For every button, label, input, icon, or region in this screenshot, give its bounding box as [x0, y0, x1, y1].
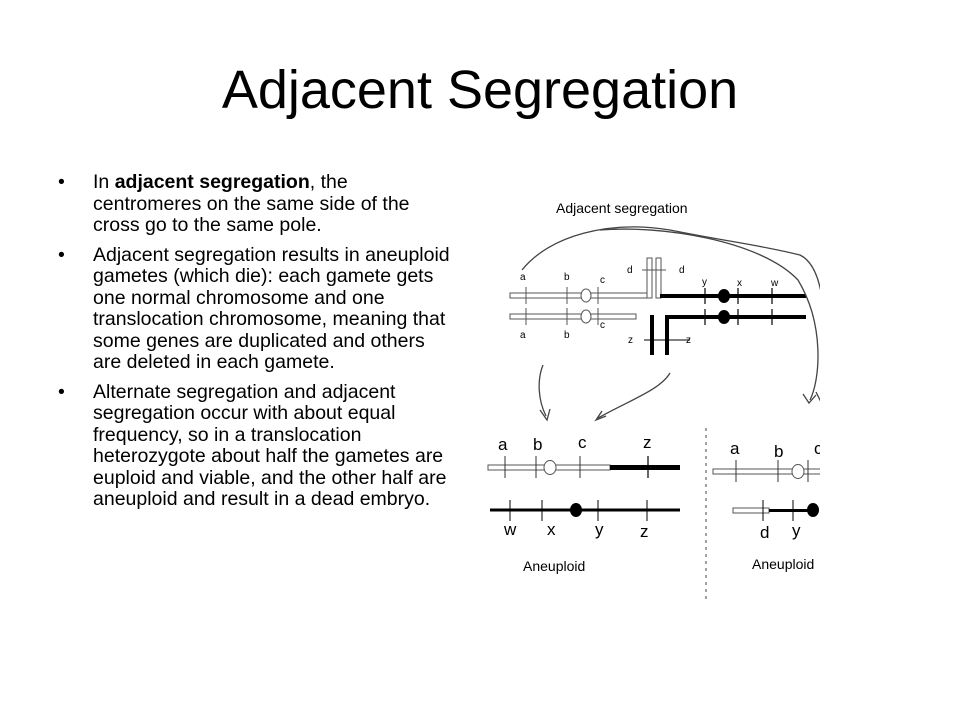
bullet-item: • In adjacent segregation, the centromer… — [58, 171, 458, 237]
bullet-text-post: , the centromeres on the same side of th… — [93, 171, 410, 236]
cross-bottom-left-chromosome — [509, 308, 637, 325]
gene-label: y — [595, 520, 604, 539]
gene-label: c — [578, 433, 587, 452]
diagram-title: Adjacent segregation — [556, 200, 688, 216]
gene-label: w — [770, 278, 779, 289]
right-gamete-bottom-chromosome — [732, 500, 819, 521]
left-gamete-top-chromosome — [487, 456, 680, 478]
gene-label: b — [564, 272, 570, 283]
bullet-marker: • — [58, 171, 65, 193]
bullet-text: Alternate segregation and adjacent segre… — [93, 380, 447, 510]
arrow-left-down — [538, 364, 547, 417]
cross-top-vertical-chromosome — [642, 257, 666, 299]
bullet-text-bold: adjacent segregation — [114, 171, 310, 193]
gene-label: y — [702, 277, 707, 288]
arrow-left-down-head — [539, 408, 551, 422]
gene-label: z — [643, 433, 652, 452]
gene-label: w — [503, 520, 517, 539]
bullet-item: • Adjacent segregation results in aneupl… — [58, 243, 458, 374]
bullet-marker: • — [58, 243, 65, 266]
gene-label: y — [792, 521, 801, 540]
segregation-diagram: Adjacent segregation a b c d d y — [480, 190, 820, 620]
right-gamete-label: Aneuploid — [752, 556, 814, 572]
gene-label: b — [533, 435, 542, 454]
bullet-item: • Alternate segregation and adjacent seg… — [58, 380, 458, 511]
gene-label: d — [627, 265, 633, 276]
right-gamete-top-chromosome — [712, 460, 820, 482]
gene-label: a — [520, 330, 526, 341]
left-gamete-bottom-chromosome — [490, 500, 680, 521]
left-gamete: a b c z w x y z Aneuploid — [487, 433, 680, 574]
cross-top-left-chromosome — [509, 287, 651, 304]
bullet-list: • In adjacent segregation, the centromer… — [58, 171, 458, 519]
gene-label: a — [730, 439, 740, 458]
bullet-marker: • — [58, 380, 65, 403]
arrow-top-curve — [521, 226, 820, 291]
gene-label: c — [814, 439, 820, 458]
cross-bottom-right-chromosome — [644, 309, 806, 355]
arrow-top-curve-head — [815, 391, 820, 402]
gene-label: c — [600, 320, 605, 331]
gene-label: c — [600, 275, 605, 286]
slide-title: Adjacent Segregation — [221, 60, 739, 120]
arrow-middle-curve-head — [594, 410, 607, 422]
gene-label: d — [679, 265, 685, 276]
gene-label: d — [760, 523, 769, 542]
gene-label: x — [547, 520, 556, 539]
arrow-center-curve-head — [802, 393, 817, 405]
segregation-arrows — [521, 226, 820, 422]
gene-label: x — [737, 278, 742, 289]
bullet-text: Adjacent segregation results in aneuploi… — [93, 243, 450, 373]
right-gamete: a b c d y Aneuploid — [712, 439, 820, 572]
gene-label: a — [498, 435, 508, 454]
gene-label: a — [520, 272, 526, 283]
gene-label: z — [686, 335, 691, 346]
bullet-text-pre: In — [93, 171, 115, 193]
gene-label: b — [564, 330, 570, 341]
arrow-middle-curve — [597, 372, 671, 419]
gene-label: z — [640, 522, 649, 541]
arrow-center-curve — [599, 228, 819, 401]
gene-label: z — [628, 335, 633, 346]
gene-label: b — [774, 442, 783, 461]
cross-top-right-chromosome — [660, 288, 806, 304]
left-gamete-label: Aneuploid — [523, 558, 585, 574]
